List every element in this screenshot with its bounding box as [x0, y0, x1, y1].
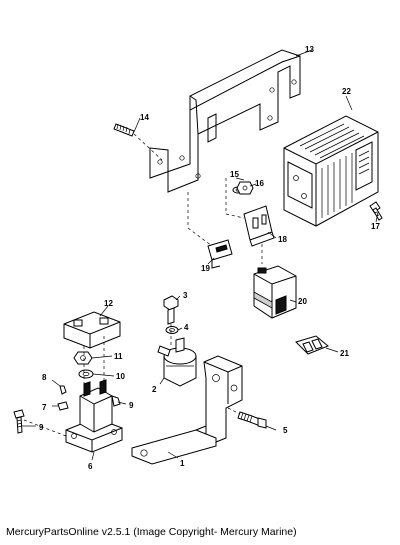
leader-1: [167, 451, 179, 459]
callout-14: 14: [140, 113, 149, 122]
callout-4: 4: [184, 323, 189, 332]
leader-2: [159, 377, 165, 385]
callout-17: 17: [371, 222, 380, 231]
relay-part: [253, 265, 297, 319]
callout-1: 1: [180, 459, 185, 468]
callout-10: 10: [116, 372, 125, 381]
callout-5: 5: [283, 426, 288, 435]
lock-washer-part: [165, 326, 179, 334]
callout-20: 20: [298, 297, 307, 306]
callout-11: 11: [114, 352, 123, 361]
leader-16: [249, 183, 257, 187]
fuse-part: [295, 335, 329, 355]
leader-12: [99, 305, 109, 317]
mounting-bracket-part: [149, 49, 301, 193]
leader-9-upper: [117, 401, 127, 405]
leader-4: [177, 327, 183, 331]
bolt-part-5: [237, 411, 267, 429]
stud-part: [113, 123, 135, 137]
callout-21: 21: [340, 349, 349, 358]
hex-nut-part: [73, 351, 93, 365]
callout-6: 6: [88, 462, 93, 471]
solenoid-part: [157, 337, 197, 387]
assembly-path-5: [227, 407, 241, 415]
terminal-cover-part: [63, 311, 121, 349]
screw-part: [369, 201, 383, 221]
leader-15: [235, 177, 245, 181]
leader-3: [175, 295, 181, 301]
small-screw-part-8: [59, 385, 67, 395]
callout-3: 3: [183, 291, 188, 300]
exploded-parts-diagram: 13 22 14 15 16 17 18 19 20 21 3 4 2 12 1…: [13, 45, 383, 471]
solenoid-assembly-part: [65, 379, 123, 453]
leader-14: [133, 117, 141, 133]
mount-screw-part-upper: [111, 395, 121, 407]
callout-13: 13: [305, 45, 314, 54]
control-module-part: [283, 115, 379, 227]
callout-16: 16: [255, 179, 264, 188]
leader-10: [92, 373, 115, 377]
callout-19: 19: [201, 264, 210, 273]
mount-screw-part-lower: [13, 409, 25, 434]
leader-8: [51, 379, 61, 387]
connector-clip-part: [207, 239, 233, 269]
leader-21: [325, 347, 339, 353]
flat-washer-part: [78, 369, 94, 379]
leader-19: [207, 257, 215, 265]
nut-part: [236, 181, 254, 195]
callout-18: 18: [278, 235, 287, 244]
assembly-path-bracket: [187, 192, 213, 247]
callout-7: 7: [42, 403, 47, 412]
leader-20: [289, 299, 297, 303]
callout-22: 22: [342, 87, 351, 96]
callout-15: 15: [230, 170, 239, 179]
leader-6: [91, 451, 95, 461]
small-screw-part-7: [57, 401, 69, 411]
assembly-path-screw: [23, 419, 67, 437]
leader-13: [295, 49, 313, 57]
image-copyright-footer: MercuryPartsOnline v2.5.1 (Image Copyrig…: [6, 526, 297, 538]
leader-17: [375, 211, 379, 223]
leader-11: [91, 355, 113, 359]
callout-9-upper: 9: [129, 401, 134, 410]
leader-5: [265, 425, 277, 431]
callout-9-lower: 9: [39, 423, 44, 432]
callout-12: 12: [104, 299, 113, 308]
mounting-plate-part: [131, 355, 243, 465]
bolt-part: [163, 295, 179, 325]
callout-8: 8: [42, 373, 47, 382]
relay-bracket-part: [243, 205, 275, 247]
assembly-path-relay: [225, 178, 245, 219]
leader-18: [267, 231, 277, 239]
leader-22: [345, 95, 353, 111]
callout-2: 2: [152, 385, 157, 394]
assembly-path-14: [133, 133, 163, 161]
